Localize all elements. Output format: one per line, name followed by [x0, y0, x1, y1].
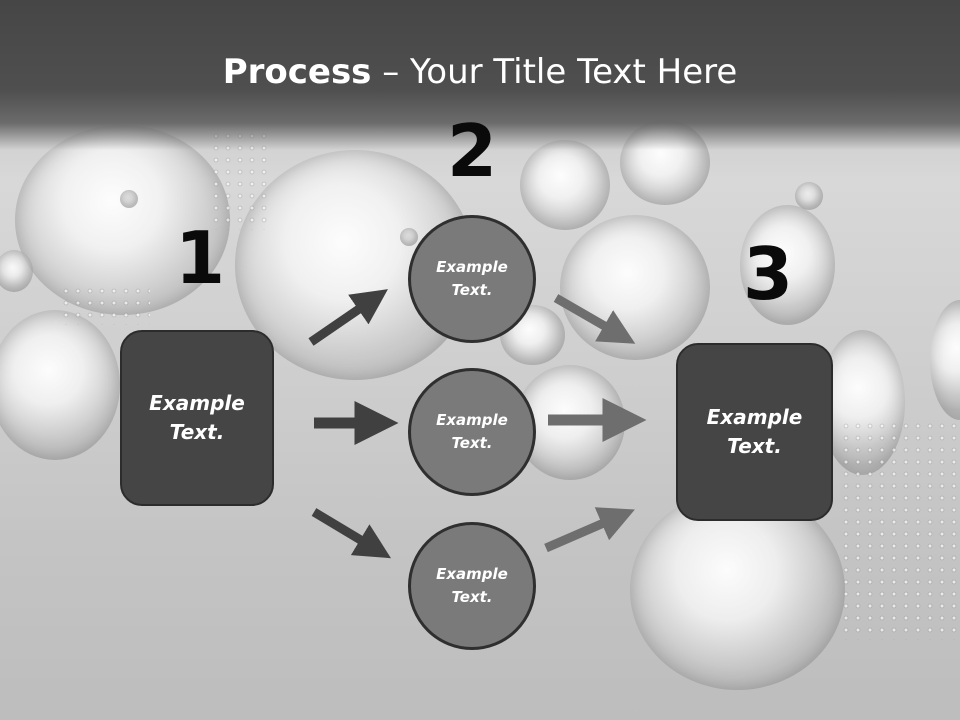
circle-middle-text: Example Text. [436, 411, 508, 452]
circle-bottom-text: Example Text. [436, 565, 508, 606]
right-box-text: Example Text. [706, 405, 803, 458]
title-rest: – Your Title Text Here [371, 52, 738, 92]
slide-title: Process – Your Title Text Here [0, 52, 960, 92]
step-number-2: 2 [446, 109, 498, 193]
left-box-text: Example Text. [149, 391, 245, 444]
step-number-1: 1 [174, 216, 226, 300]
arrow-to-circle-top [308, 289, 388, 346]
bubble [15, 125, 230, 315]
title-bar [0, 0, 960, 150]
step-number-3: 3 [742, 232, 794, 316]
bubble [0, 250, 33, 292]
bubble [120, 190, 138, 208]
arrow-from-circle-bottom [544, 507, 635, 553]
bubble [0, 310, 120, 460]
circle-bottom: Example Text. [408, 522, 536, 650]
bubble [520, 140, 610, 230]
right-box: Example Text. [676, 343, 833, 521]
circle-middle: Example Text. [408, 368, 536, 496]
arrow-to-circle-bottom [311, 508, 392, 559]
bubble-dots [840, 420, 960, 640]
bubble [630, 490, 845, 690]
bubble [795, 182, 823, 210]
bubble [740, 205, 835, 325]
bubble [400, 228, 418, 246]
arrow-from-circle-top [553, 294, 636, 344]
left-box: Example Text. [120, 330, 274, 506]
bubble-dots [60, 285, 150, 325]
circle-top-text: Example Text. [436, 258, 508, 299]
title-bold: Process [222, 52, 372, 92]
circle-top: Example Text. [408, 215, 536, 343]
